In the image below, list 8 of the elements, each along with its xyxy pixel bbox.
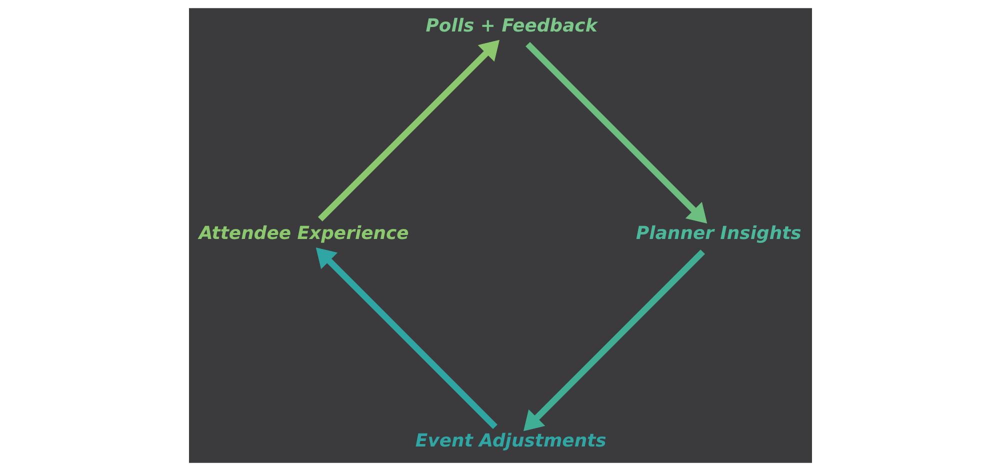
node-text: Attendee Experience (198, 223, 408, 244)
node-text: Planner Insights (636, 223, 801, 244)
arrow (522, 250, 705, 432)
arrow (315, 247, 497, 430)
arrow (317, 40, 500, 222)
arrow (525, 42, 707, 224)
node-text: Event Adjustments (414, 430, 606, 452)
node-text: Polls + Feedback (425, 16, 597, 37)
